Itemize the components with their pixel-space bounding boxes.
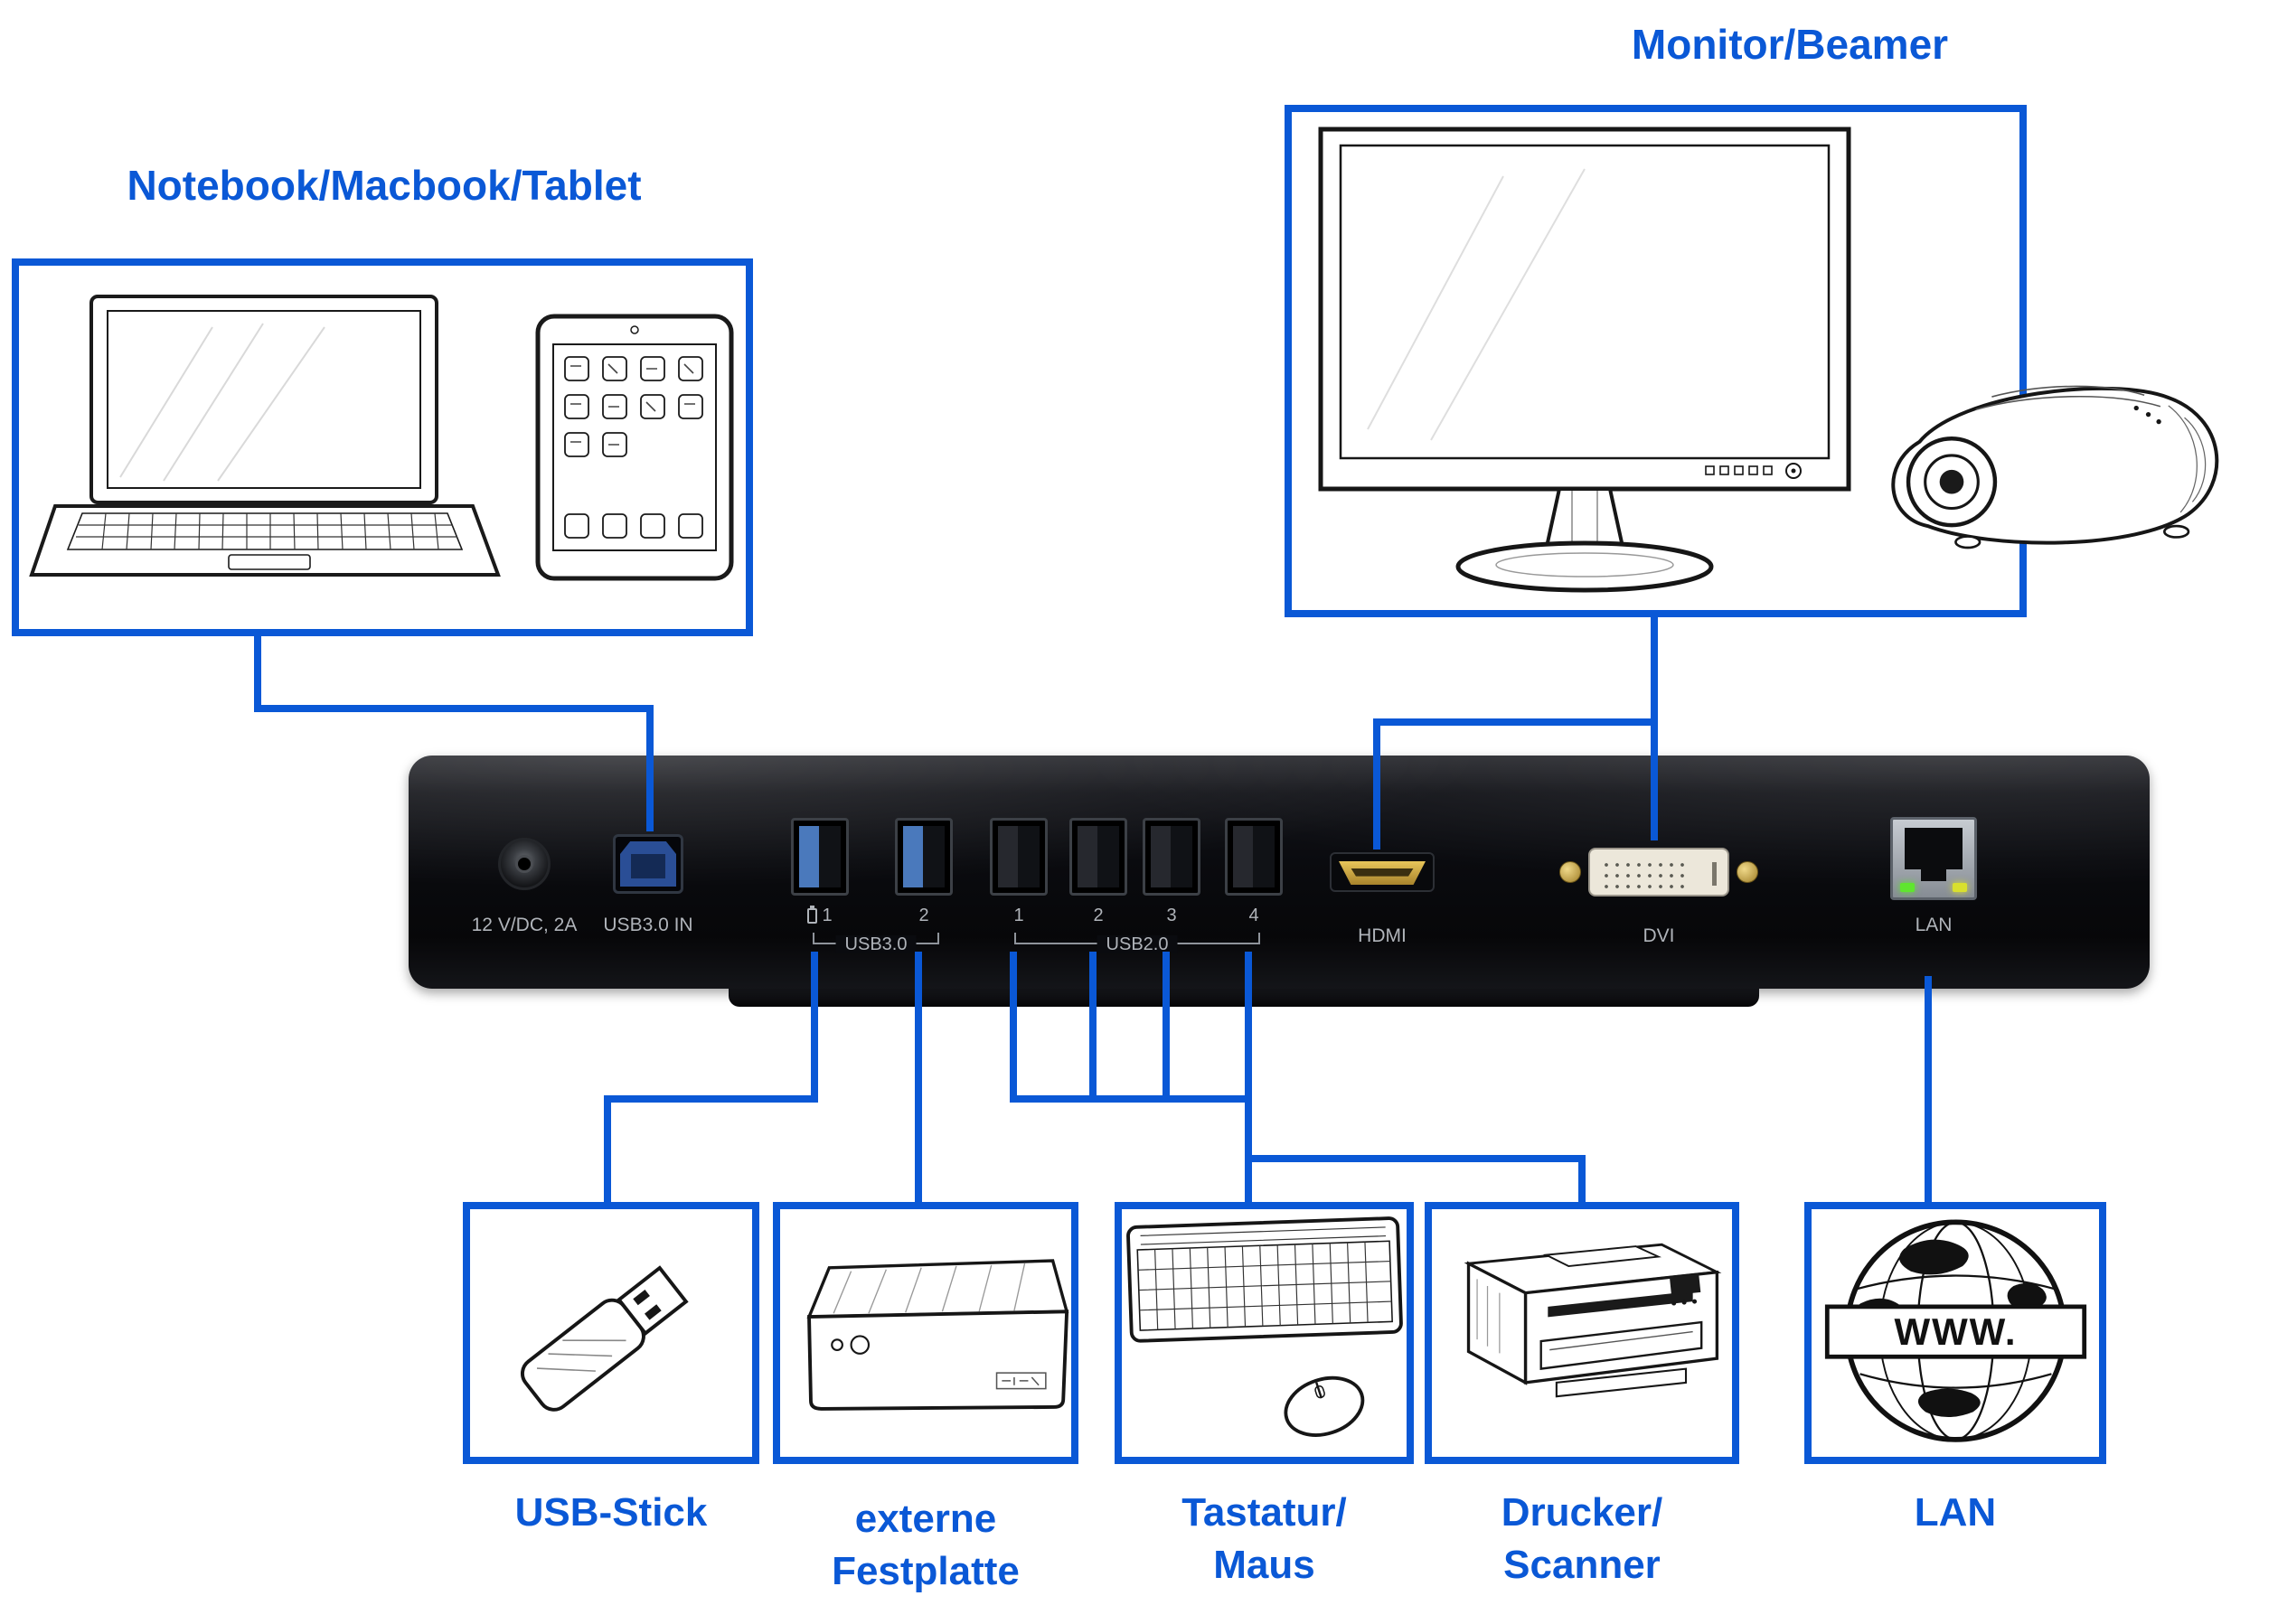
festplatte-box	[773, 1202, 1078, 1464]
dvi-screw-left	[1559, 861, 1581, 883]
connector-tastatur-v	[1245, 1095, 1252, 1202]
connector-monitor-dvi	[1651, 614, 1658, 840]
connector-drucker-v	[1578, 1155, 1586, 1202]
connector-monitor-hdmi	[1373, 718, 1380, 850]
projector-illustration	[1891, 385, 2219, 549]
usb-stick-box	[463, 1202, 759, 1464]
usb3-port2-number: 2	[918, 906, 929, 925]
connector-usbstick-h	[604, 1095, 818, 1103]
lan-port	[1890, 817, 1977, 900]
connector-festplatte-v	[915, 952, 922, 1202]
www-banner-text: WWW.	[1894, 1310, 2017, 1353]
dvi-screw-right	[1737, 861, 1758, 883]
printer-scanner-illustration	[1464, 1243, 1721, 1398]
usb2-group-bracket: USB2.0	[1014, 933, 1260, 953]
festplatte-caption-line1: externe	[854, 1497, 997, 1541]
usb3-in-label: USB3.0 IN	[603, 915, 693, 935]
connector-notebook-h	[254, 705, 654, 712]
connector-notebook-v1	[254, 633, 261, 712]
lan-led-amber	[1953, 883, 1967, 892]
tastatur-box	[1115, 1202, 1414, 1464]
usb3-port-2	[895, 818, 953, 896]
monitor-box	[1285, 105, 2027, 617]
usb3-port1-number: 1	[782, 906, 858, 926]
power-label: 12 V/DC, 2A	[471, 915, 578, 935]
monitor-illustration	[1318, 127, 1851, 592]
usb-stick-caption: USB-Stick	[514, 1490, 708, 1535]
dvi-label: DVI	[1643, 925, 1675, 946]
dock-stand	[729, 989, 1759, 1007]
power-jack-port	[498, 838, 551, 890]
connector-monitor-h	[1373, 718, 1658, 726]
usb2-port-3	[1143, 818, 1200, 896]
connector-usbstick-v2	[604, 1095, 611, 1202]
usb2-port1-number: 1	[1013, 906, 1024, 925]
usb3-group-label: USB3.0	[835, 935, 917, 953]
globe-www-illustration: WWW.	[1824, 1219, 2086, 1442]
usb3-port-1	[791, 818, 849, 896]
usb2-port-1	[990, 818, 1048, 896]
connector-usbstick-v1	[811, 952, 818, 1103]
festplatte-caption: externe Festplatte	[773, 1493, 1078, 1598]
notebook-title: Notebook/Macbook/Tablet	[127, 162, 642, 209]
usb2-port-4	[1225, 818, 1283, 896]
connector-usb2-bracket-h	[1010, 1095, 1252, 1103]
notebook-box	[12, 258, 753, 636]
usb3-group-bracket: USB3.0	[813, 933, 939, 953]
usb2-port-2	[1069, 818, 1127, 896]
tablet-illustration	[535, 314, 734, 581]
tastatur-caption: Tastatur/ Maus	[1115, 1487, 1414, 1591]
usb2-port4-number: 4	[1248, 906, 1259, 925]
tastatur-caption-line1: Tastatur/	[1181, 1490, 1347, 1535]
external-hdd-illustration	[806, 1258, 1069, 1411]
hdmi-label: HDMI	[1358, 925, 1407, 946]
usb3-in-port	[613, 834, 683, 894]
usb2-port3-number: 3	[1166, 906, 1177, 925]
laptop-illustration	[29, 295, 501, 577]
dvi-port	[1559, 842, 1758, 902]
connector-lan-v	[1925, 976, 1932, 1202]
lan-caption: LAN	[1914, 1490, 1997, 1535]
battery-icon	[807, 906, 818, 924]
drucker-caption-line1: Drucker/	[1501, 1490, 1663, 1535]
usb2-port2-number: 2	[1093, 906, 1104, 925]
usb-stick-illustration	[520, 1265, 689, 1412]
hdmi-port	[1330, 852, 1435, 892]
connector-notebook-v2	[646, 705, 654, 831]
connector-usb2-v3	[1163, 952, 1170, 1103]
docking-station: 12 V/DC, 2A USB3.0 IN 1 2 1 2 3 4 USB3.0…	[409, 756, 2150, 989]
lan-box: WWW.	[1804, 1202, 2106, 1464]
connector-usb2-v4	[1245, 952, 1252, 1103]
monitor-title: Monitor/Beamer	[1631, 21, 1949, 68]
keyboard-mouse-illustration	[1125, 1216, 1403, 1437]
usb2-group-label: USB2.0	[1097, 935, 1178, 953]
power-jack-hole	[515, 855, 533, 873]
drucker-box	[1425, 1202, 1739, 1464]
connector-usb2-v2	[1089, 952, 1097, 1103]
drucker-caption: Drucker/ Scanner	[1425, 1487, 1739, 1591]
drucker-caption-line2: Scanner	[1503, 1543, 1661, 1587]
tastatur-caption-line2: Maus	[1213, 1543, 1315, 1587]
festplatte-caption-line2: Festplatte	[832, 1549, 1020, 1593]
connector-usb2-v1	[1010, 952, 1017, 1103]
lan-label: LAN	[1915, 915, 1953, 935]
lan-led-green	[1900, 883, 1915, 892]
connector-drucker-h	[1245, 1155, 1586, 1162]
